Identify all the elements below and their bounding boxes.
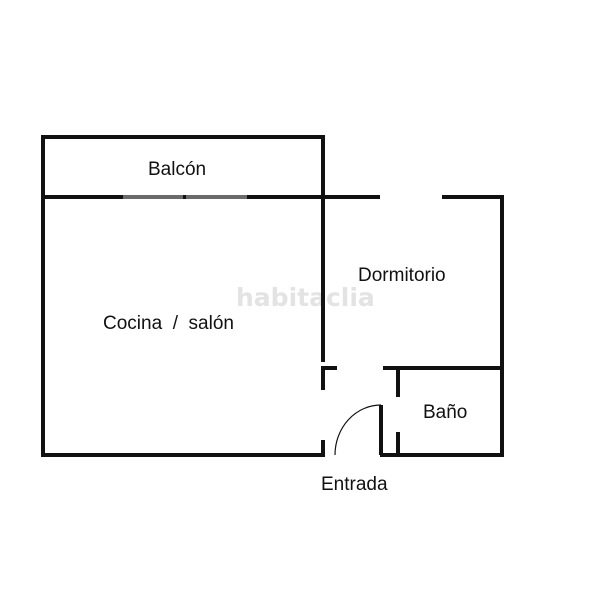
wall-living-top-right: [247, 195, 380, 199]
wall-partition-upper: [321, 195, 325, 362]
door-swing-arc: [334, 404, 382, 456]
label-balcon: Balcón: [148, 159, 206, 180]
label-bano: Baño: [423, 402, 467, 423]
wall-left: [41, 135, 45, 457]
wall-bottom-left: [41, 453, 325, 457]
wall-balcony-top: [41, 135, 325, 139]
wall-partition-stub-cap: [321, 366, 337, 370]
entrance-door: [334, 404, 383, 456]
label-dormitorio: Dormitorio: [358, 265, 446, 286]
label-entrada: Entrada: [321, 474, 388, 495]
wall-bottom-right: [380, 453, 504, 457]
walls: [41, 135, 504, 457]
wall-right: [500, 195, 504, 457]
wall-partition-lower: [321, 440, 325, 457]
wall-balcony-right: [321, 135, 325, 198]
wall-partition-stub: [321, 366, 325, 390]
wall-bedroom-top-right: [442, 195, 504, 199]
label-cocina-salon: Cocina / salón: [103, 313, 234, 334]
wall-bathroom-left-lower: [396, 432, 400, 457]
wall-bathroom-left-upper: [396, 366, 400, 397]
wall-living-top-left: [41, 195, 123, 199]
window-divider: [183, 195, 186, 199]
door-leaf: [379, 405, 383, 455]
watermark-text: habitaclia: [236, 283, 375, 312]
wall-bathroom-top: [383, 366, 504, 370]
